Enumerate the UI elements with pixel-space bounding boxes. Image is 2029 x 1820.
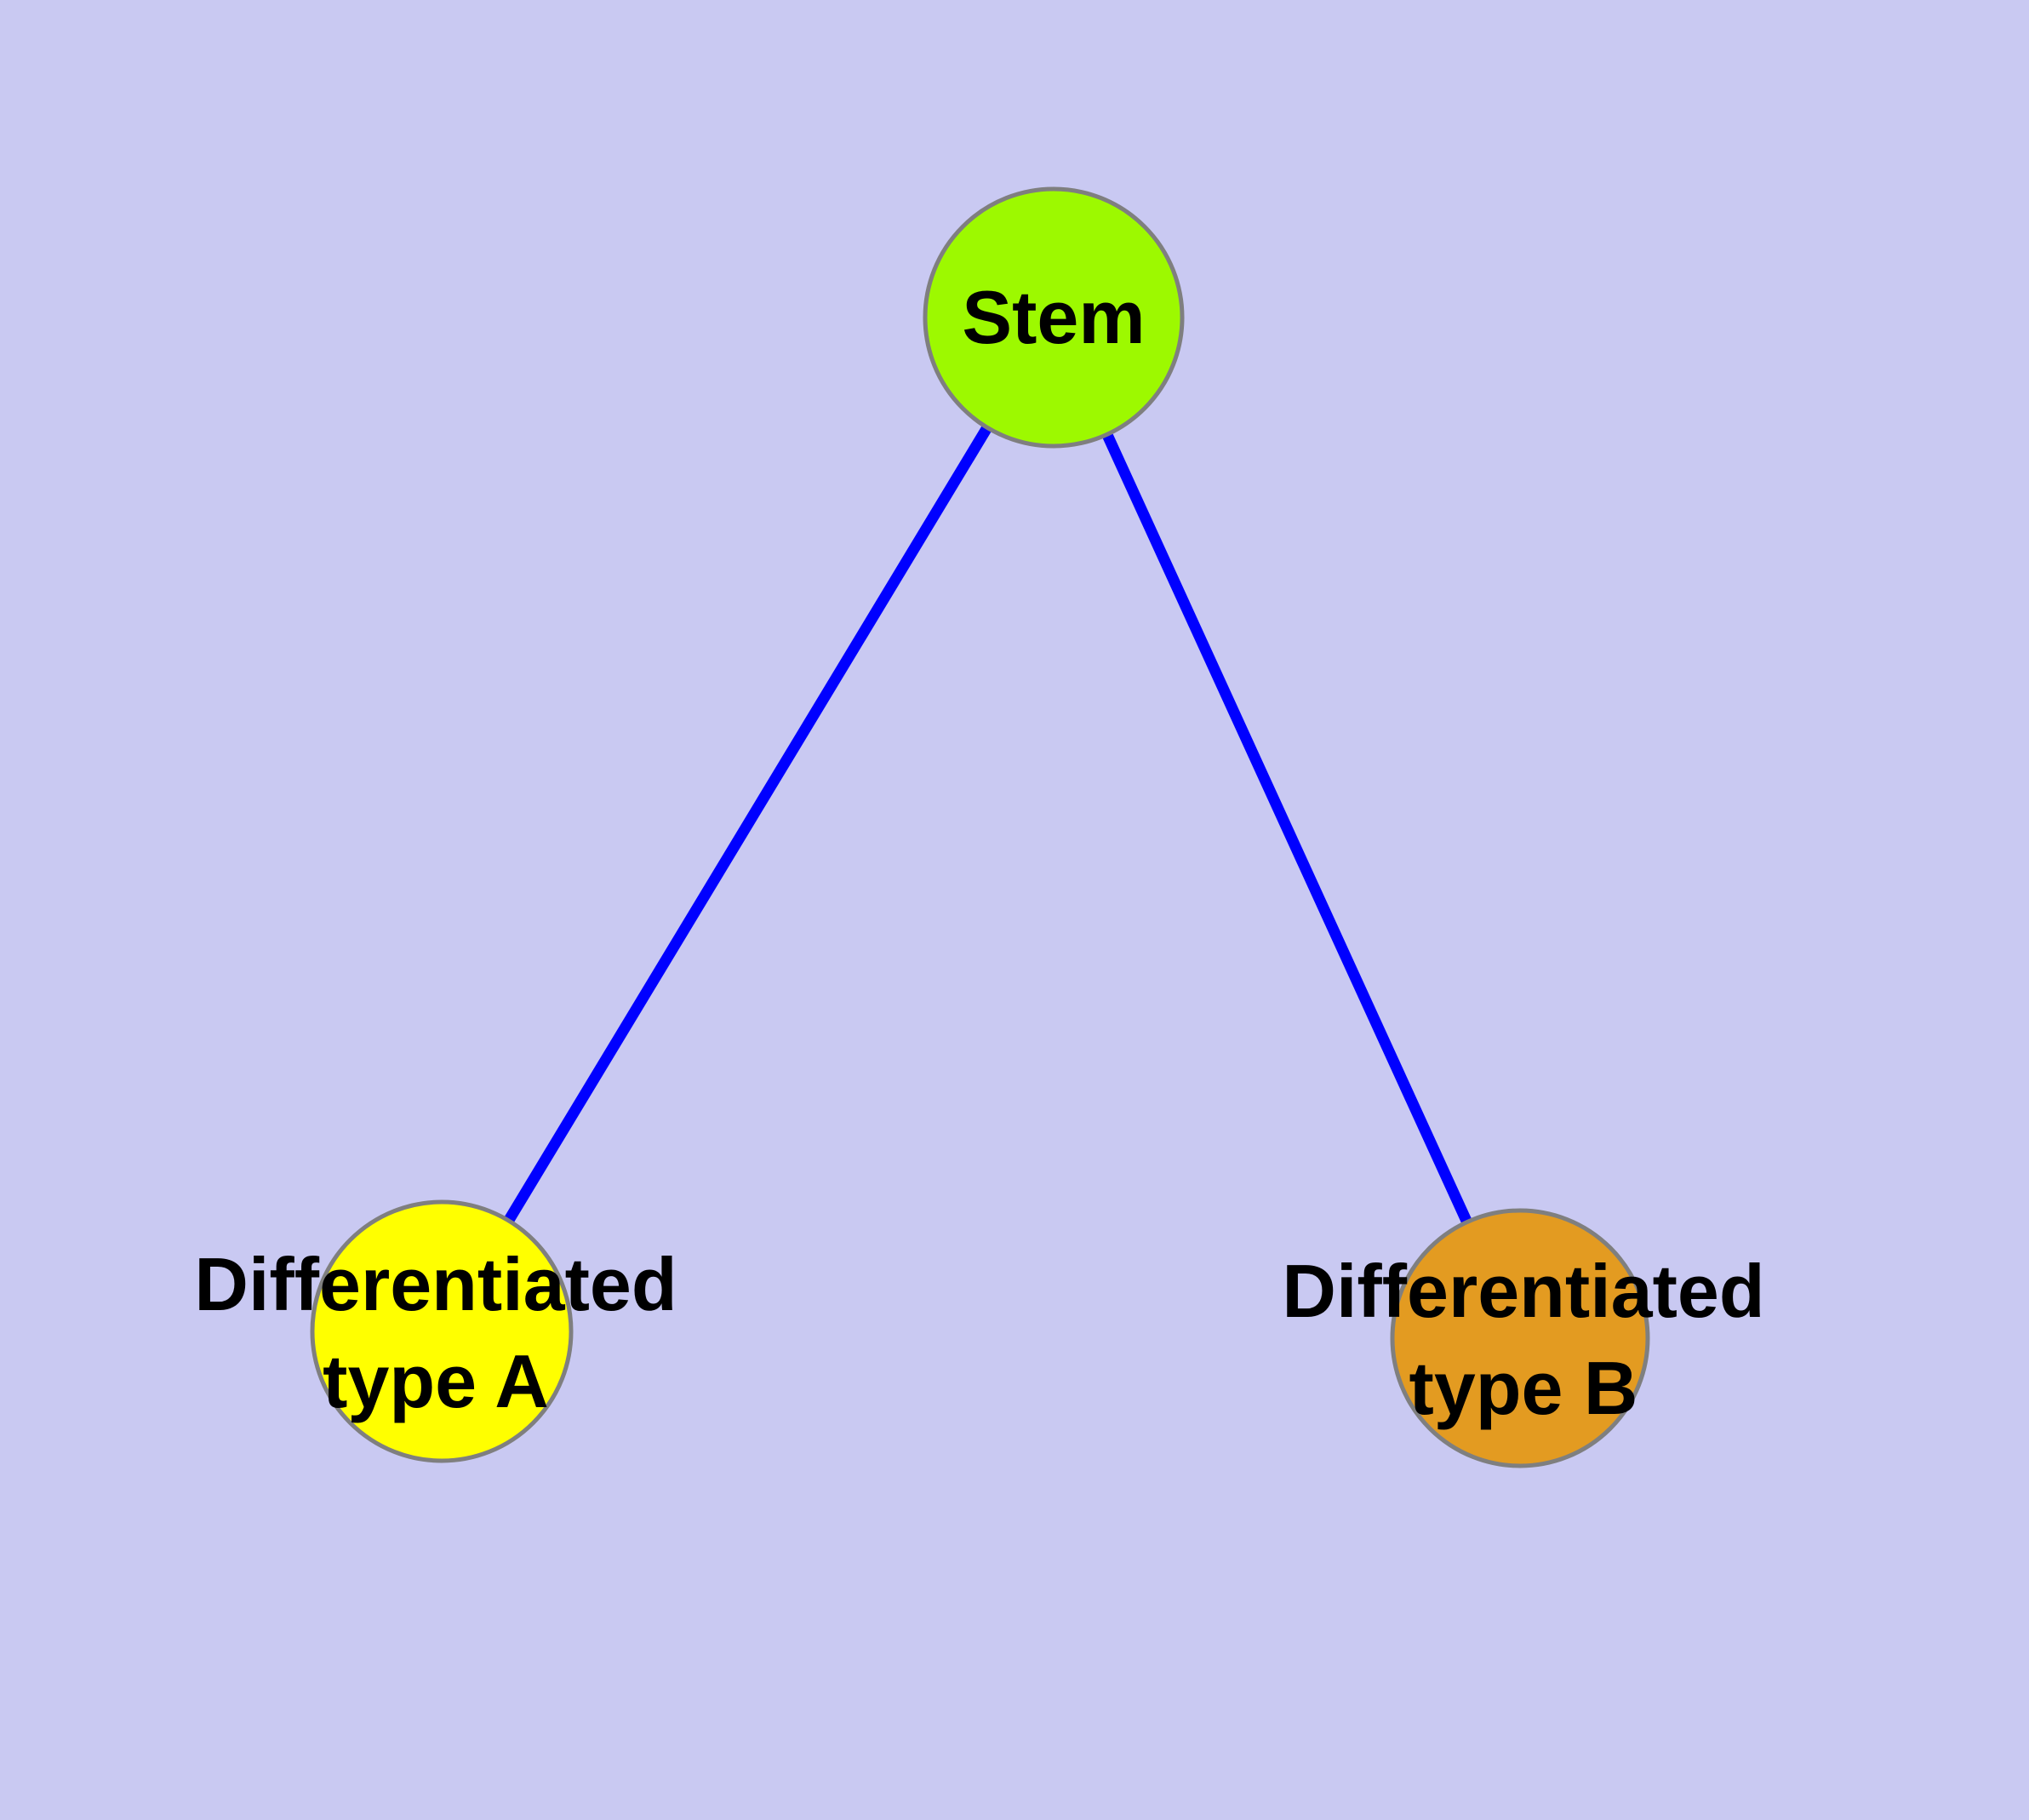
node-type-b-label: Differentiated type B [1282, 1243, 1764, 1437]
node-type-a-label-line1: Differentiated [194, 1242, 677, 1326]
node-stem-circle [923, 186, 1185, 449]
node-type-b-label-line1: Differentiated [1282, 1249, 1765, 1333]
node-stem-label: Stem [962, 275, 1146, 359]
edge-stem-to-type-b [1049, 315, 1525, 1341]
node-type-a-circle [310, 1199, 574, 1463]
edge-stem-to-type-a [437, 314, 1059, 1335]
node-type-b-circle [1390, 1208, 1650, 1468]
node-type-a-label-line2: type A [323, 1339, 549, 1423]
node-type-a-label: Differentiated type A [194, 1236, 677, 1430]
node-type-b-label-line2: type B [1409, 1346, 1638, 1430]
